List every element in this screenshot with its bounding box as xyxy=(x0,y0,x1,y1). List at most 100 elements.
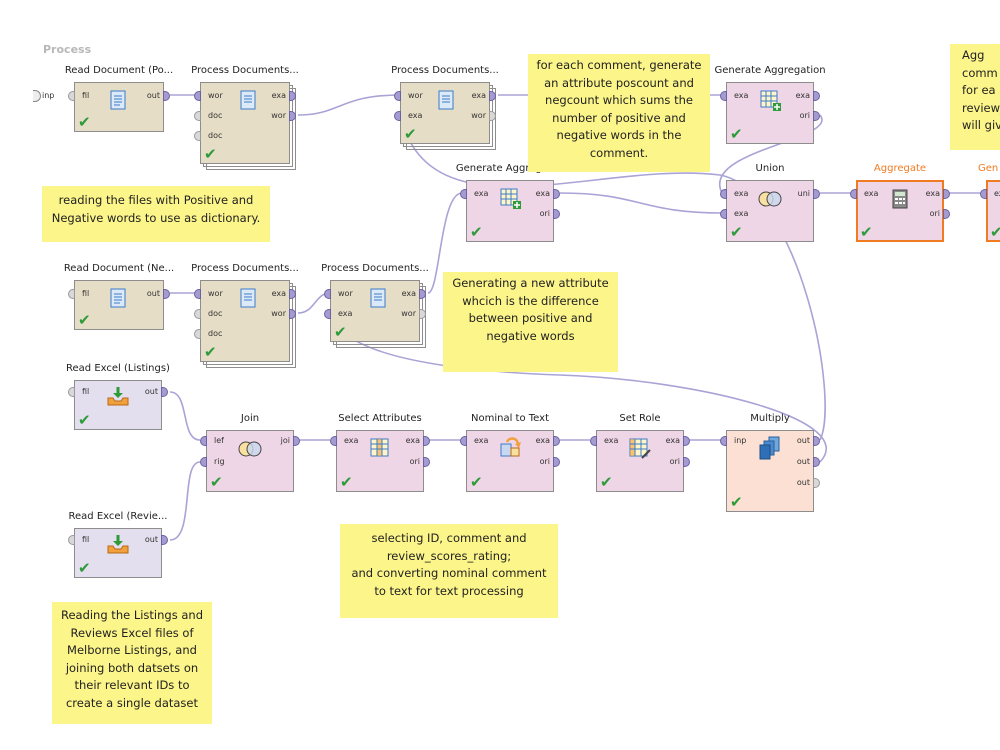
output-port-out[interactable] xyxy=(813,436,820,446)
operator-read-excel-listings[interactable]: Read Excel (Listings) fil out ✔ xyxy=(66,363,170,430)
operator-set-role[interactable]: Set Role exa exa ori ✔ xyxy=(590,413,690,492)
operator-nominal-to-text[interactable]: Nominal to Text exa exa ori ✔ xyxy=(460,413,560,492)
output-port-out[interactable] xyxy=(163,289,170,299)
input-port-exa[interactable] xyxy=(720,91,727,101)
status-check-icon: ✔ xyxy=(78,411,91,429)
output-port-out[interactable] xyxy=(161,387,168,397)
output-port-exa[interactable] xyxy=(289,289,296,299)
operator-generate-aggregation-1[interactable]: Generate Aggregation exa exa ori ✔ xyxy=(714,65,826,144)
operator-join[interactable]: Join lef rig joi ✔ xyxy=(200,413,300,492)
output-port-out[interactable] xyxy=(163,91,170,101)
status-check-icon: ✔ xyxy=(210,473,223,491)
input-port-exa[interactable] xyxy=(850,189,857,199)
table-add-icon xyxy=(760,90,781,111)
operator-read-document-positive[interactable]: Read Document (Po... fil out ✔ xyxy=(65,65,173,132)
operator-process-documents-4[interactable]: Process Documents... wor exa exa wor ✔ xyxy=(321,263,429,348)
note-selecting[interactable]: selecting ID, comment and review_scores_… xyxy=(340,524,558,618)
output-port-out[interactable] xyxy=(813,478,820,488)
output-port-exa[interactable] xyxy=(289,91,296,101)
input-port-exa[interactable] xyxy=(720,209,727,219)
input-port-doc[interactable] xyxy=(194,131,201,141)
output-port-exa[interactable] xyxy=(553,436,560,446)
operator-aggregate[interactable]: Aggregate exa exa ori ✔ xyxy=(850,163,950,242)
note-aggregate[interactable]: Agg comm for ea review_ will giv xyxy=(950,44,1000,150)
operator-title: Read Excel (Revie... xyxy=(68,511,168,522)
input-port-lef[interactable] xyxy=(200,436,207,446)
output-port-joi[interactable] xyxy=(293,436,300,446)
output-port-exa[interactable] xyxy=(943,189,950,199)
input-port-fil[interactable] xyxy=(68,535,75,545)
note-reading-files[interactable]: reading the files with Positive and Nega… xyxy=(42,186,270,242)
wire xyxy=(169,461,201,541)
operator-process-documents-2[interactable]: Process Documents... wor exa exa wor ✔ xyxy=(391,65,499,150)
output-port-out[interactable] xyxy=(813,457,820,467)
output-port-exa[interactable] xyxy=(489,91,496,101)
input-port-exa[interactable] xyxy=(460,436,467,446)
input-port-wor[interactable] xyxy=(394,91,401,101)
operator-union[interactable]: Union exa exa uni ✔ xyxy=(720,163,820,242)
input-port-fil[interactable] xyxy=(68,289,75,299)
output-port-uni[interactable] xyxy=(813,189,820,199)
port-label: exa xyxy=(474,189,489,198)
port-label: wor xyxy=(471,111,486,120)
input-port-ex[interactable] xyxy=(980,189,987,199)
output-port-ori[interactable] xyxy=(553,209,560,219)
input-port-wor[interactable] xyxy=(324,289,331,299)
wire xyxy=(329,312,828,463)
operator-process-documents-1[interactable]: Process Documents... wor doc doc exa wor… xyxy=(191,65,299,170)
input-port-wor[interactable] xyxy=(194,289,201,299)
note-difference[interactable]: Generating a new attribute whcich is the… xyxy=(443,272,618,372)
output-port-out[interactable] xyxy=(161,535,168,545)
venn-join-icon xyxy=(238,441,262,457)
input-port-fil[interactable] xyxy=(68,387,75,397)
input-port-doc[interactable] xyxy=(194,309,201,319)
operator-select-attributes[interactable]: Select Attributes exa exa ori ✔ xyxy=(330,413,430,492)
output-port-wor[interactable] xyxy=(489,111,496,121)
operator-read-document-negative[interactable]: Read Document (Ne... fil out ✔ xyxy=(64,263,174,330)
input-port-exa[interactable] xyxy=(590,436,597,446)
port-label: ori xyxy=(929,209,940,218)
operator-read-excel-reviews[interactable]: Read Excel (Revie... fil out ✔ xyxy=(68,511,168,578)
port-label: fil xyxy=(82,387,90,396)
port-label: out xyxy=(144,535,158,544)
input-port-rig[interactable] xyxy=(200,457,207,467)
input-port-exa[interactable] xyxy=(394,111,401,121)
output-port-exa[interactable] xyxy=(423,436,430,446)
input-port-doc[interactable] xyxy=(194,329,201,339)
output-port-wor[interactable] xyxy=(289,111,296,121)
input-port-wor[interactable] xyxy=(194,91,201,101)
process-input-port[interactable] xyxy=(33,90,41,102)
operator-generate-partial[interactable]: Gen ex ✔ xyxy=(978,163,1000,242)
port-label: out xyxy=(146,91,160,100)
convert-arrows-icon xyxy=(500,437,521,457)
operator-multiply[interactable]: Multiply inp out out out ✔ xyxy=(720,413,820,512)
output-port-wor[interactable] xyxy=(419,309,426,319)
output-port-exa[interactable] xyxy=(683,436,690,446)
output-port-exa[interactable] xyxy=(553,189,560,199)
table-columns-icon xyxy=(370,438,389,457)
port-label: exa xyxy=(338,309,353,318)
input-port-exa[interactable] xyxy=(720,189,727,199)
operator-process-documents-3[interactable]: Process Documents... wor doc doc exa wor… xyxy=(191,263,299,368)
input-port-exa[interactable] xyxy=(324,309,331,319)
operator-generate-aggregation-2[interactable]: Generate Aggregati... exa exa ori ✔ xyxy=(456,163,564,242)
output-port-exa[interactable] xyxy=(813,91,820,101)
input-port-exa[interactable] xyxy=(330,436,337,446)
input-port-exa[interactable] xyxy=(460,189,467,199)
output-port-ori[interactable] xyxy=(813,111,820,121)
input-port-inp[interactable] xyxy=(720,436,727,446)
output-port-exa[interactable] xyxy=(419,289,426,299)
output-port-ori[interactable] xyxy=(423,457,430,467)
port-label: inp xyxy=(734,436,747,445)
note-poscount[interactable]: for each comment, generate an attribute … xyxy=(528,54,710,172)
output-port-ori[interactable] xyxy=(943,209,950,219)
port-label: wor xyxy=(271,111,286,120)
wire xyxy=(169,391,201,441)
output-port-ori[interactable] xyxy=(553,457,560,467)
output-port-wor[interactable] xyxy=(289,309,296,319)
input-port-fil[interactable] xyxy=(68,91,75,101)
note-reading-listings[interactable]: Reading the Listings and Reviews Excel f… xyxy=(52,602,212,724)
output-port-ori[interactable] xyxy=(683,457,690,467)
input-port-doc[interactable] xyxy=(194,111,201,121)
